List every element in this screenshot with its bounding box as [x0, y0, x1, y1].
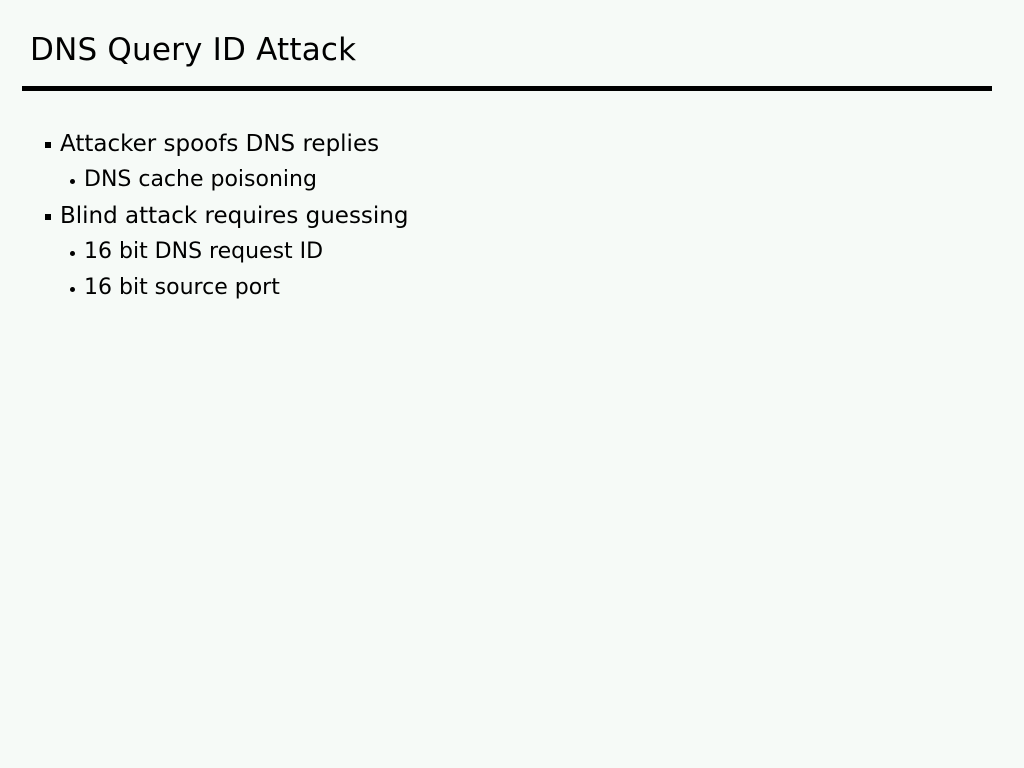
square-bullet-icon	[45, 142, 51, 148]
dot-bullet-icon	[70, 251, 75, 256]
list-item-label: DNS cache poisoning	[84, 167, 317, 192]
list-item: 16 bit source port	[0, 270, 1024, 306]
list-item-label: Attacker spoofs DNS replies	[60, 131, 380, 157]
list-item: Blind attack requires guessing	[0, 198, 1024, 234]
list-item: Attacker spoofs DNS replies	[0, 126, 1024, 162]
list-item: DNS cache poisoning	[0, 162, 1024, 198]
slide-bullet-list: Attacker spoofs DNS replies DNS cache po…	[0, 126, 1024, 306]
list-item-label: 16 bit source port	[84, 275, 280, 300]
list-item-label: 16 bit DNS request ID	[84, 239, 324, 264]
title-divider	[22, 86, 992, 91]
list-item: 16 bit DNS request ID	[0, 234, 1024, 270]
page-title: DNS Query ID Attack	[30, 32, 357, 68]
square-bullet-icon	[45, 214, 51, 220]
list-item-label: Blind attack requires guessing	[60, 203, 409, 229]
dot-bullet-icon	[70, 287, 75, 292]
dot-bullet-icon	[70, 179, 75, 184]
